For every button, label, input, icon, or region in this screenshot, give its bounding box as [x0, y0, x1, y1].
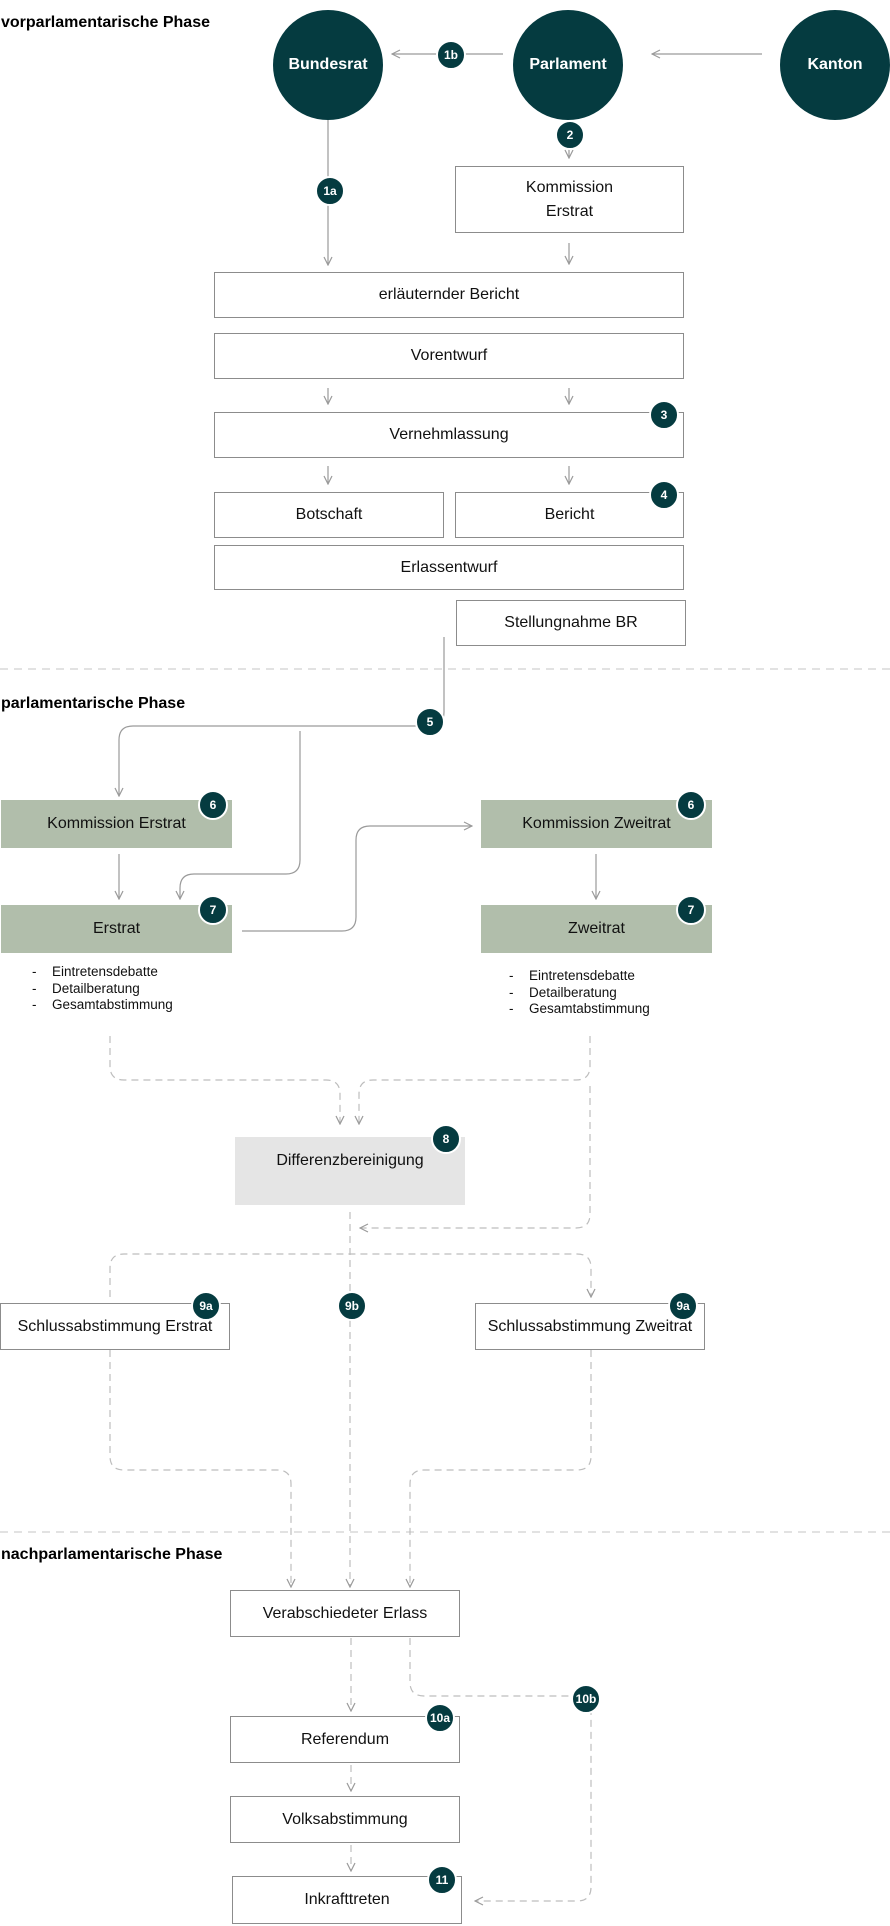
box-erlaeuternder-bericht: erläuternder Bericht — [214, 272, 684, 318]
list-item: Gesamtabstimmung — [509, 1001, 650, 1018]
list-item: Eintretensdebatte — [32, 964, 173, 981]
actor-bundesrat-label: Bundesrat — [288, 56, 368, 73]
box-differenzbereinigung: Differenzbereinigung — [235, 1137, 465, 1205]
arrow-stellungnahme-kommission-erstrat — [119, 637, 445, 796]
badge-9b: 9b — [337, 1291, 367, 1321]
badge-6-zweitrat: 6 — [676, 790, 706, 820]
box-zweitrat: Zweitrat — [481, 905, 712, 953]
phase-title-post: nachparlamentarische Phase — [1, 1546, 223, 1563]
box-botschaft: Botschaft — [214, 492, 444, 538]
actor-parlament: Parlament — [513, 10, 623, 120]
box-kommission-zweitrat: Kommission Zweitrat — [481, 800, 712, 848]
badge-3: 3 — [649, 400, 679, 430]
badge-6-erstrat: 6 — [198, 790, 228, 820]
box-erlassentwurf: Erlassentwurf — [214, 545, 684, 590]
dashed-verabschiedet-inkrafttreten — [409, 1638, 592, 1901]
badge-10b: 10b — [571, 1684, 601, 1714]
list-item: Eintretensdebatte — [509, 968, 650, 985]
badge-2: 2 — [555, 120, 585, 150]
badge-7-zweitrat: 7 — [676, 895, 706, 925]
box-vernehmlassung: Vernehmlassung — [214, 412, 684, 458]
badge-8: 8 — [431, 1124, 461, 1154]
actor-kanton-label: Kanton — [807, 56, 863, 73]
arrow-stellungnahme-erstrat — [180, 731, 301, 899]
box-inkrafttreten: Inkrafttreten — [232, 1876, 462, 1924]
box-vorentwurf: Vorentwurf — [214, 333, 684, 379]
arrow-erstrat-kommission-zweitrat — [242, 826, 472, 932]
badge-9a-zweitrat: 9a — [668, 1291, 698, 1321]
actor-kanton: Kanton — [780, 10, 890, 120]
list-item: Detailberatung — [509, 985, 650, 1002]
actor-parlament-label: Parlament — [529, 56, 607, 73]
dashed-erstrat-differenz — [109, 1036, 340, 1124]
box-bericht: Bericht — [455, 492, 684, 538]
dashed-schluss-erstrat-verabschiedet — [109, 1350, 291, 1587]
badge-4: 4 — [649, 480, 679, 510]
phase-title-pre: vorparlamentarische Phase — [1, 14, 210, 31]
dashed-schluss-zweitrat-verabschiedet — [410, 1350, 592, 1587]
dashed-zweitrat-return — [360, 1086, 591, 1228]
zweitrat-steps-list: Eintretensdebatte Detailberatung Gesamta… — [509, 968, 650, 1018]
badge-11: 11 — [427, 1865, 457, 1895]
badge-10a: 10a — [425, 1703, 455, 1733]
badge-5: 5 — [415, 707, 445, 737]
badge-1a: 1a — [315, 176, 345, 206]
badge-1b: 1b — [436, 40, 466, 70]
box-volksabstimmung: Volksabstimmung — [230, 1796, 460, 1843]
actor-bundesrat: Bundesrat — [273, 10, 383, 120]
dashed-zweitrat-differenz — [359, 1036, 591, 1124]
box-erstrat: Erstrat — [1, 905, 232, 953]
box-stellungnahme-br: Stellungnahme BR — [456, 600, 686, 646]
badge-7-erstrat: 7 — [198, 895, 228, 925]
box-verabschiedeter-erlass: Verabschiedeter Erlass — [230, 1590, 460, 1637]
erstrat-steps-list: Eintretensdebatte Detailberatung Gesamta… — [32, 964, 173, 1014]
box-kommission-erstrat: Kommission Erstrat — [1, 800, 232, 848]
list-item: Detailberatung — [32, 981, 173, 998]
box-schlussabstimmung-zweitrat: Schlussabstimmung Zweitrat — [475, 1303, 705, 1350]
list-item: Gesamtabstimmung — [32, 997, 173, 1014]
box-referendum: Referendum — [230, 1716, 460, 1763]
badge-9a-erstrat: 9a — [191, 1291, 221, 1321]
phase-title-parliamentary: parlamentarische Phase — [1, 695, 186, 712]
box-kommission-erstrat-pre: Kommission Erstrat — [455, 166, 684, 233]
